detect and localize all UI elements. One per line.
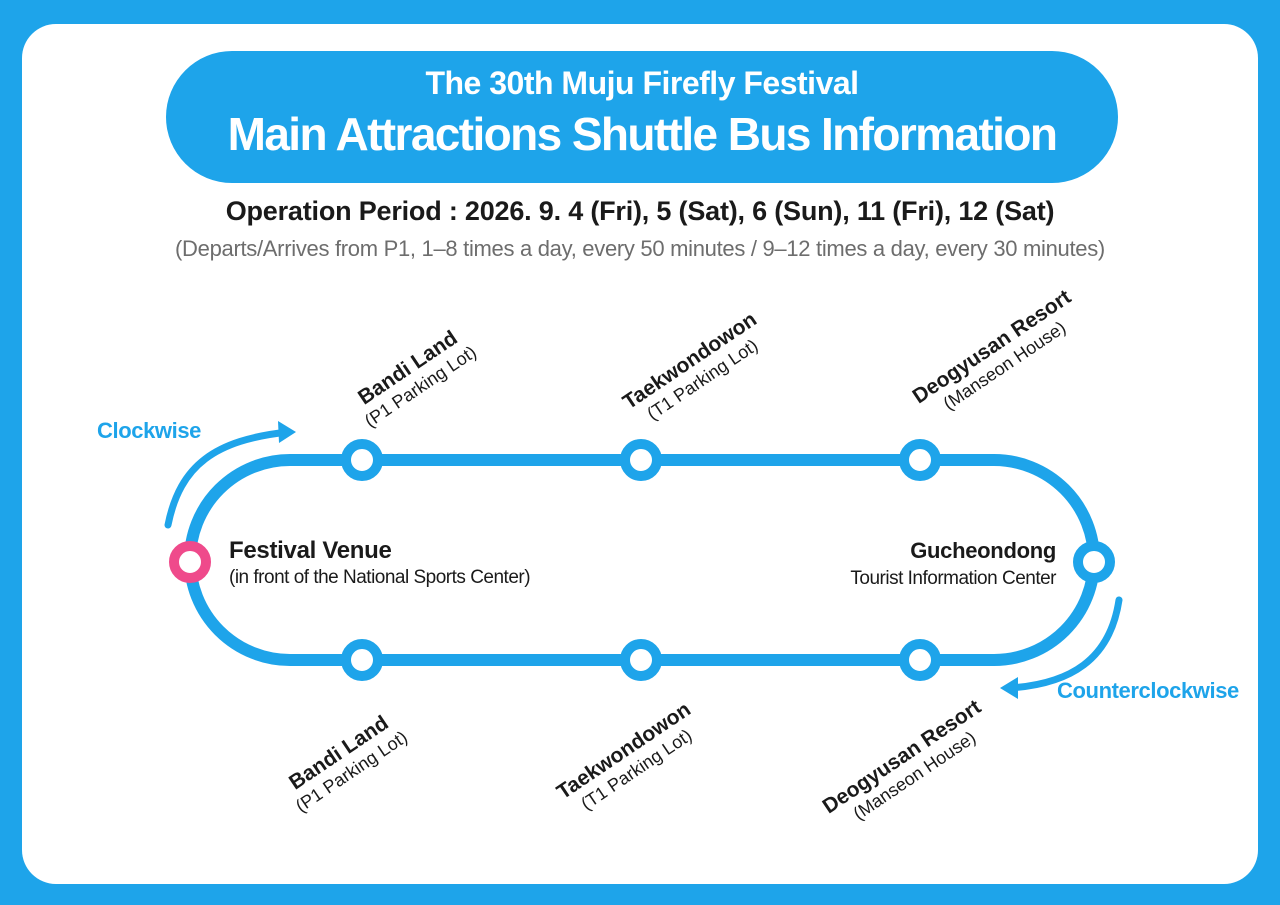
origin-terminal-label: Festival Venue (in front of the National… xyxy=(229,537,531,589)
stop-marker-top-bandi-land[interactable] xyxy=(341,439,383,481)
origin-marker[interactable] xyxy=(169,541,211,583)
stop-marker-bottom-bandi-land[interactable] xyxy=(341,639,383,681)
origin-name: Festival Venue xyxy=(229,537,392,564)
end-terminal-label: Gucheondong Tourist Information Center xyxy=(850,538,1056,590)
stop-marker-top-deogyusan[interactable] xyxy=(899,439,941,481)
counterclockwise-arrow-icon xyxy=(1006,596,1123,692)
clockwise-arrowhead-icon xyxy=(278,421,296,443)
clockwise-arrow-icon xyxy=(164,428,292,529)
schedule-note: (Departs/Arrives from P1, 1–8 times a da… xyxy=(175,236,1105,261)
clockwise-label: Clockwise xyxy=(97,418,202,443)
title-banner: The 30th Muju Firefly Festival Main Attr… xyxy=(166,51,1118,183)
festival-subtitle: The 30th Muju Firefly Festival xyxy=(425,65,859,101)
counterclockwise-label: Counterclockwise xyxy=(1057,678,1239,703)
page-title: Main Attractions Shuttle Bus Information xyxy=(227,108,1058,160)
terminal-marker-gucheondong[interactable] xyxy=(1073,541,1115,583)
counterclockwise-arrowhead-icon xyxy=(1000,677,1018,699)
end-terminal-name: Gucheondong xyxy=(910,538,1056,563)
operation-period: Operation Period : 2026. 9. 4 (Fri), 5 (… xyxy=(225,196,1055,226)
origin-detail: (in front of the National Sports Center) xyxy=(229,567,531,588)
end-terminal-detail: Tourist Information Center xyxy=(850,568,1056,589)
stop-marker-bottom-taekwondowon[interactable] xyxy=(620,639,662,681)
stop-marker-bottom-deogyusan[interactable] xyxy=(899,639,941,681)
stop-marker-top-taekwondowon[interactable] xyxy=(620,439,662,481)
